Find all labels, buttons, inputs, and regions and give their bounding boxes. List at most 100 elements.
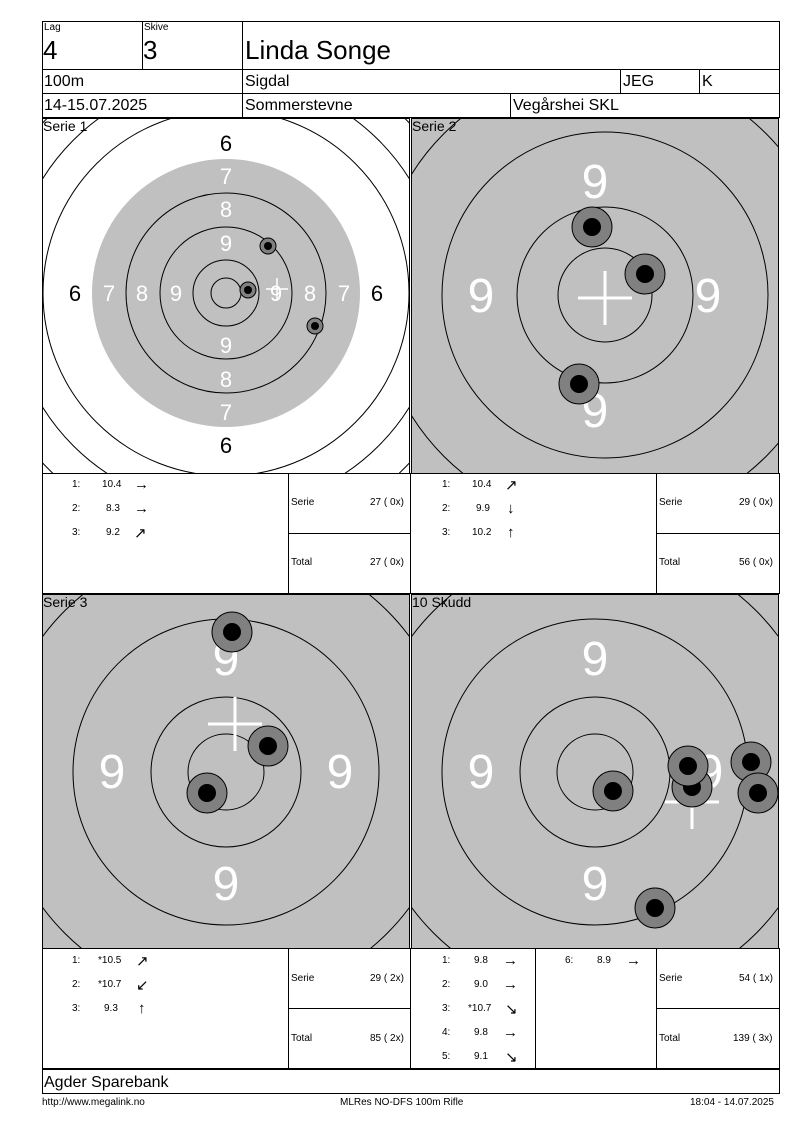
shot-score: 9.2 [106,527,120,538]
ring-label: 7 [103,281,115,306]
shot-hole [592,770,634,812]
shot-score: 9.3 [104,1003,118,1014]
shot-score: 8.3 [106,503,120,514]
shot-number: 6: [565,955,574,966]
shot-number: 3: [442,1003,451,1014]
serie-value: 27 ( 0x) [370,497,404,508]
ring-label: 8 [220,197,232,222]
shot-score: 9.8 [474,1027,488,1038]
skive-value: 3 [143,35,158,65]
shot-direction-icon: ↗ [136,953,149,970]
ring-label: 7 [338,281,350,306]
header-vline-5 [510,93,511,118]
shot-hole [571,206,613,248]
target-serie-3: 9 9 9 9 [43,595,409,948]
footer-timestamp: 18:04 - 14.07.2025 [690,1097,774,1108]
sponsor-box [42,1069,780,1094]
shot-direction-icon: ↗ [505,477,518,494]
serie-value: 29 ( 0x) [739,497,773,508]
shot-direction-icon: ↘ [505,1049,518,1066]
divider [410,473,411,594]
shooter-name: Linda Songe [245,35,392,65]
lag-label: Lag [44,22,61,33]
distance: 100m [44,73,85,90]
event: Sommerstevne [245,97,353,114]
shot-hole [186,772,228,814]
total-value: 139 ( 3x) [733,1033,773,1044]
serie-label: Serie [659,497,683,508]
shot-number: 3: [72,1003,81,1014]
shot-hole [624,253,666,295]
divider [410,948,411,1069]
ring-label: 9 [695,270,722,323]
shot-direction-icon: ↓ [507,500,515,517]
shot-hole [259,237,277,255]
shot-score: 9.8 [474,955,488,966]
club: Sigdal [245,73,290,90]
divider [288,533,410,534]
total-value: 27 ( 0x) [370,557,404,568]
shot-direction-icon: → [134,500,149,517]
target-serie-2: 9 9 9 9 [412,119,778,473]
shot-number: 3: [72,527,81,538]
ring-label: 9 [99,746,126,799]
panel-title-serie-2: Serie 2 [412,118,457,134]
divider [656,1008,780,1009]
ring-label: 9 [270,281,282,306]
shot-hole [667,745,709,787]
date: 14-15.07.2025 [44,97,148,114]
total-label: Total [659,1033,681,1044]
panel-title-10-skudd: 10 Skudd [412,594,472,610]
shot-score: 9.0 [474,979,488,990]
skive-label: Skive [144,22,169,33]
ring-label: 9 [327,746,354,799]
shot-hole [558,363,600,405]
shot-score: 10.2 [472,527,492,538]
shot-direction-icon: ↑ [507,524,515,541]
total-value: 56 ( 0x) [739,557,773,568]
shot-direction-icon: ↘ [505,1001,518,1018]
venue: Vegårshei SKL [513,97,619,114]
ring-label: 7 [220,164,232,189]
shot-hole [737,772,778,814]
shot-hole [730,741,772,783]
ring-label: 8 [220,367,232,392]
ring-label: 9 [220,231,232,256]
shot-direction-icon: → [503,1024,518,1041]
shot-hole [247,725,289,767]
ring-label: 9 [468,746,495,799]
shot-number: 1: [442,479,451,490]
ring-label: 8 [136,281,148,306]
ring-label: 9 [468,270,495,323]
shot-score: 10.4 [472,479,492,490]
shot-score: 9.1 [474,1051,488,1062]
shot-number: 3: [442,527,451,538]
footer-url[interactable]: http://www.megalink.no [42,1097,145,1108]
shot-number: 2: [72,503,81,514]
header-divider-1 [42,69,780,70]
header-vline-2 [242,21,243,118]
header-vline-3 [620,69,621,93]
ring-label: 6 [371,281,383,306]
shot-direction-icon: → [134,476,149,493]
shot-number: 2: [442,979,451,990]
shot-direction-icon: → [626,952,641,969]
shot-score: 8.9 [597,955,611,966]
shot-score: *10.7 [468,1003,492,1014]
panel-title-serie-3: Serie 3 [43,594,88,610]
shot-hole [211,611,253,653]
shot-direction-icon: ↙ [136,977,149,994]
ring-label: 9 [213,858,240,911]
panel-title-serie-1: Serie 1 [43,118,88,134]
target-10-skudd: 9 9 9 9 [412,595,778,948]
shot-direction-icon: → [503,952,518,969]
shot-number: 1: [442,955,451,966]
ring-label: 9 [582,858,609,911]
shot-number: 2: [442,503,451,514]
total-value: 85 ( 2x) [370,1033,404,1044]
shot-number: 1: [72,955,81,966]
serie-value: 54 ( 1x) [739,973,773,984]
target-serie-1: 6 7 8 9 9 8 7 6 6 7 8 9 9 8 7 6 [43,119,409,473]
shot-number: 4: [442,1027,451,1038]
shot-hole [306,317,324,335]
